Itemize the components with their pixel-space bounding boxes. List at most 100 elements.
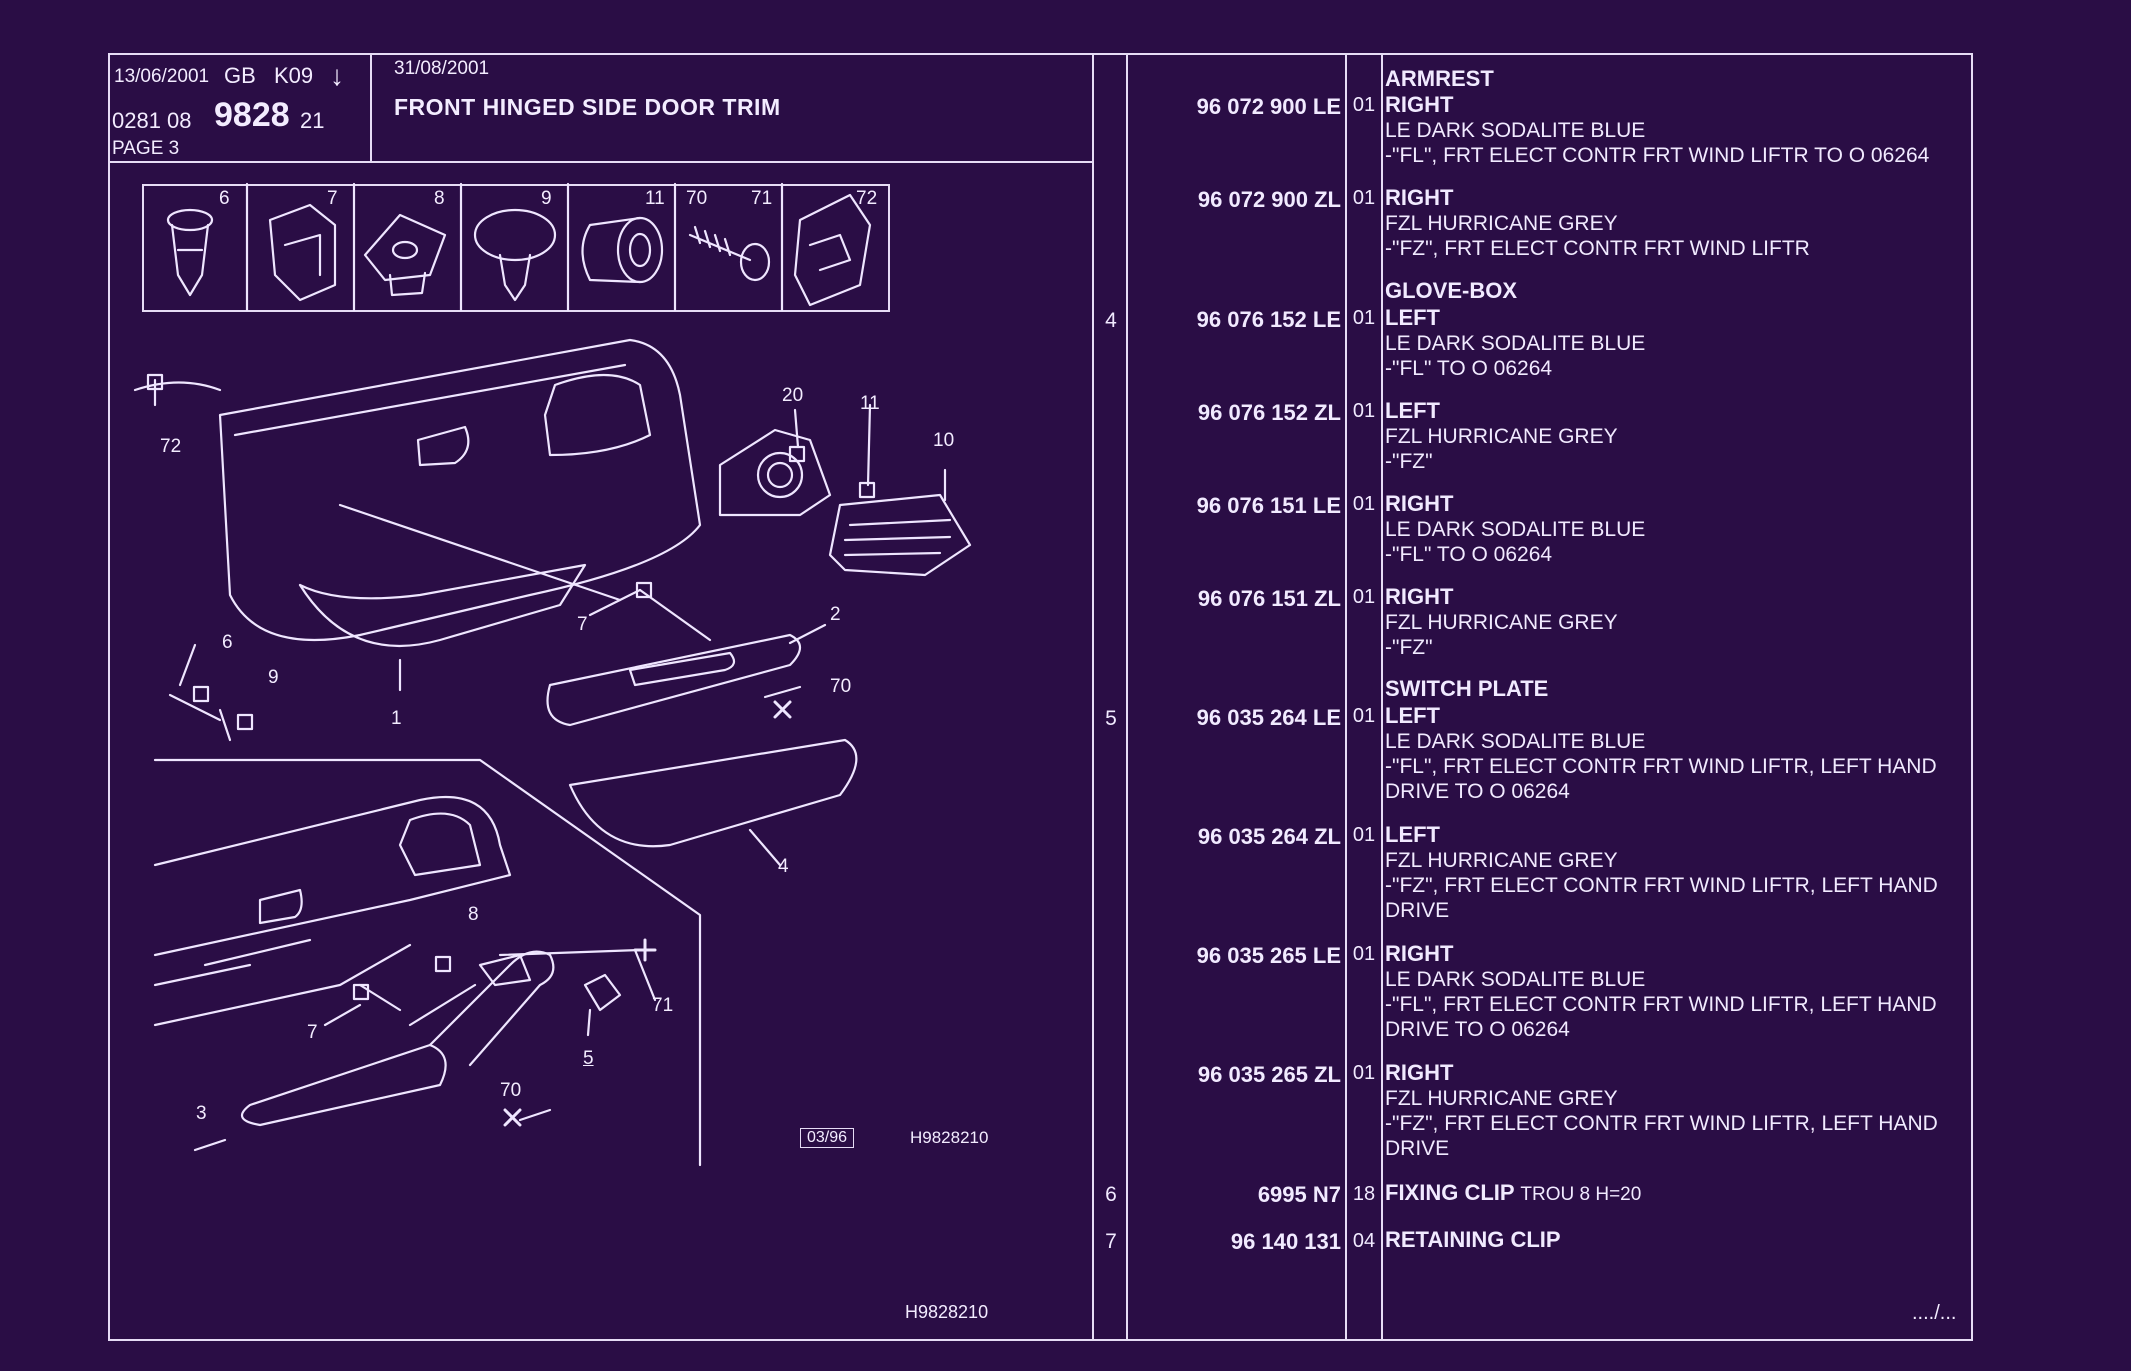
quantity: 01: [1352, 187, 1376, 209]
cover-10: [828, 493, 972, 577]
desc-line: FZL HURRICANE GREY: [1385, 849, 1618, 872]
callout-9: 9: [268, 667, 279, 688]
callout-3: 3: [196, 1103, 207, 1124]
item-ref: 7: [1105, 1230, 1117, 1253]
header-block: [108, 53, 1093, 163]
item-ref: 4: [1105, 309, 1117, 332]
part-side: RIGHT: [1385, 92, 1454, 117]
callout-1: 1: [391, 708, 402, 729]
icon-label-70: 70: [686, 188, 708, 209]
bracket-20: [718, 428, 832, 517]
part-side: RIGHT: [1385, 1060, 1454, 1085]
callout-7b: 7: [307, 1022, 318, 1043]
header-page: PAGE 3: [112, 138, 180, 159]
part-number: 96 076 152 ZL: [1197, 400, 1341, 425]
leader-lines-upper: [153, 378, 947, 867]
desc-line: LE DARK SODALITE BLUE: [1385, 332, 1646, 355]
callout-70b: 70: [500, 1080, 522, 1101]
desc-line: LE DARK SODALITE BLUE: [1385, 968, 1646, 991]
desc-line: LE DARK SODALITE BLUE: [1385, 119, 1646, 142]
exploded-diagram: [133, 182, 972, 1167]
armrest-2: [546, 633, 802, 727]
desc-line: -"FL" TO O 06264: [1385, 543, 1553, 566]
clip-8-icon: [363, 213, 447, 297]
grommet-11-icon: [581, 216, 664, 284]
desc-line: -"FZ": [1385, 450, 1433, 473]
icon-label-72: 72: [856, 188, 878, 209]
armrest-4: [568, 738, 858, 848]
ref-box: 03/96: [800, 1128, 855, 1148]
part-number: 96 076 151 ZL: [1197, 586, 1341, 611]
inset-lower: [153, 758, 702, 1167]
header-code: K09: [274, 63, 314, 88]
part-side: LEFT: [1385, 822, 1440, 847]
column-divider-drawing: [1092, 53, 1094, 1341]
part-side: RIGHT: [1385, 584, 1454, 609]
part-name: RETAINING CLIP: [1385, 1227, 1561, 1252]
leader-lines-lower: [193, 948, 657, 1152]
callout-70: 70: [830, 676, 852, 697]
continued-marker: ..../...: [1912, 1302, 1957, 1324]
part-number: 6995 N7: [1257, 1182, 1341, 1207]
quantity: 01: [1352, 824, 1376, 846]
header-left-cell: [108, 53, 372, 161]
clip-6-icon: [166, 208, 214, 297]
part-number: 96 035 264 ZL: [1197, 824, 1341, 849]
section-glove-box: GLOVE-BOX: [1385, 278, 1518, 303]
icon-label-9: 9: [541, 188, 552, 209]
part-side: RIGHT: [1385, 491, 1454, 516]
callout-6: 6: [222, 632, 233, 653]
icon-label-71: 71: [751, 188, 773, 209]
section-armrest: ARMREST: [1385, 66, 1494, 91]
desc-line: DRIVE TO O 06264: [1385, 1018, 1570, 1041]
ref-code: H9828210: [910, 1128, 989, 1147]
part-number: 96 072 900 LE: [1196, 94, 1341, 119]
desc-line: -"FZ", FRT ELECT CONTR FRT WIND LIFTR, L…: [1385, 1112, 1938, 1135]
callout-10: 10: [933, 430, 955, 451]
quantity: 01: [1352, 307, 1376, 329]
column-divider-ref: [1126, 53, 1128, 1341]
part-side: LEFT: [1385, 398, 1440, 423]
part-name: FIXING CLIP: [1385, 1180, 1515, 1205]
part-number: 96 035 264 LE: [1196, 705, 1341, 730]
callout-2: 2: [830, 604, 841, 625]
desc-line: -"FL", FRT ELECT CONTR FRT WIND LIFTR, L…: [1385, 755, 1937, 778]
header-doc-suffix: 21: [300, 108, 325, 133]
part-side: RIGHT: [1385, 185, 1454, 210]
part-number: 96 035 265 LE: [1196, 943, 1341, 968]
footer-code: H9828210: [905, 1302, 989, 1322]
quantity: 01: [1352, 586, 1376, 608]
page-title: FRONT HINGED SIDE DOOR TRIM: [394, 94, 781, 120]
quantity: 01: [1352, 943, 1376, 965]
column-divider-qty: [1381, 53, 1383, 1341]
part-number: 96 140 131: [1230, 1229, 1341, 1254]
desc-line: DRIVE: [1385, 1137, 1450, 1160]
desc-extra: TROU 8 H=20: [1520, 1184, 1642, 1205]
quantity: 04: [1352, 1230, 1376, 1252]
desc-line: FZL HURRICANE GREY: [1385, 212, 1618, 235]
cross-markers: [503, 700, 792, 1127]
part-description: RETAINING CLIP: [1385, 1227, 1561, 1253]
icon-label-6: 6: [219, 188, 230, 209]
part-number: 96 076 151 LE: [1196, 493, 1341, 518]
marker-squares: [146, 373, 876, 1001]
header-doc-prefix: 0281 08: [112, 108, 192, 133]
desc-line: -"FL", FRT ELECT CONTR FRT WIND LIFTR TO…: [1385, 144, 1930, 167]
header-date: 13/06/2001: [114, 66, 210, 87]
callout-8: 8: [468, 904, 479, 925]
quantity: 01: [1352, 705, 1376, 727]
icon-label-7: 7: [327, 188, 338, 209]
desc-line: -"FL" TO O 06264: [1385, 357, 1553, 380]
desc-line: -"FZ", FRT ELECT CONTR FRT WIND LIFTR: [1385, 237, 1810, 260]
desc-line: DRIVE TO O 06264: [1385, 780, 1570, 803]
fastener-icon-strip: [142, 184, 890, 312]
desc-line: -"FZ", FRT ELECT CONTR FRT WIND LIFTR, L…: [1385, 874, 1938, 897]
